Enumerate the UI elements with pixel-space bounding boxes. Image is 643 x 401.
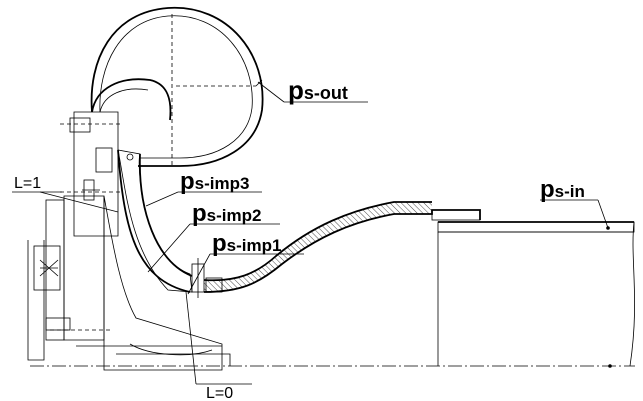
label-ps-imp3: ps-imp3 bbox=[180, 168, 249, 195]
inlet-duct bbox=[437, 221, 635, 367]
volute-casing bbox=[90, 7, 264, 167]
centerline-end-dot bbox=[608, 364, 612, 368]
diffuser-block bbox=[60, 111, 134, 237]
inlet-pipe bbox=[203, 201, 481, 293]
label-l0: L=0 bbox=[206, 385, 233, 401]
back-casing bbox=[27, 195, 110, 361]
label-ps-in: ps-in bbox=[540, 176, 585, 203]
impeller bbox=[76, 149, 231, 371]
label-ps-imp1: ps-imp1 bbox=[212, 230, 281, 257]
label-ps-out: ps-out bbox=[288, 75, 348, 105]
dimension-markers bbox=[12, 191, 252, 385]
pressure-leaders bbox=[145, 81, 609, 295]
label-l1: L=1 bbox=[14, 175, 41, 192]
label-ps-imp2: ps-imp2 bbox=[192, 200, 261, 227]
